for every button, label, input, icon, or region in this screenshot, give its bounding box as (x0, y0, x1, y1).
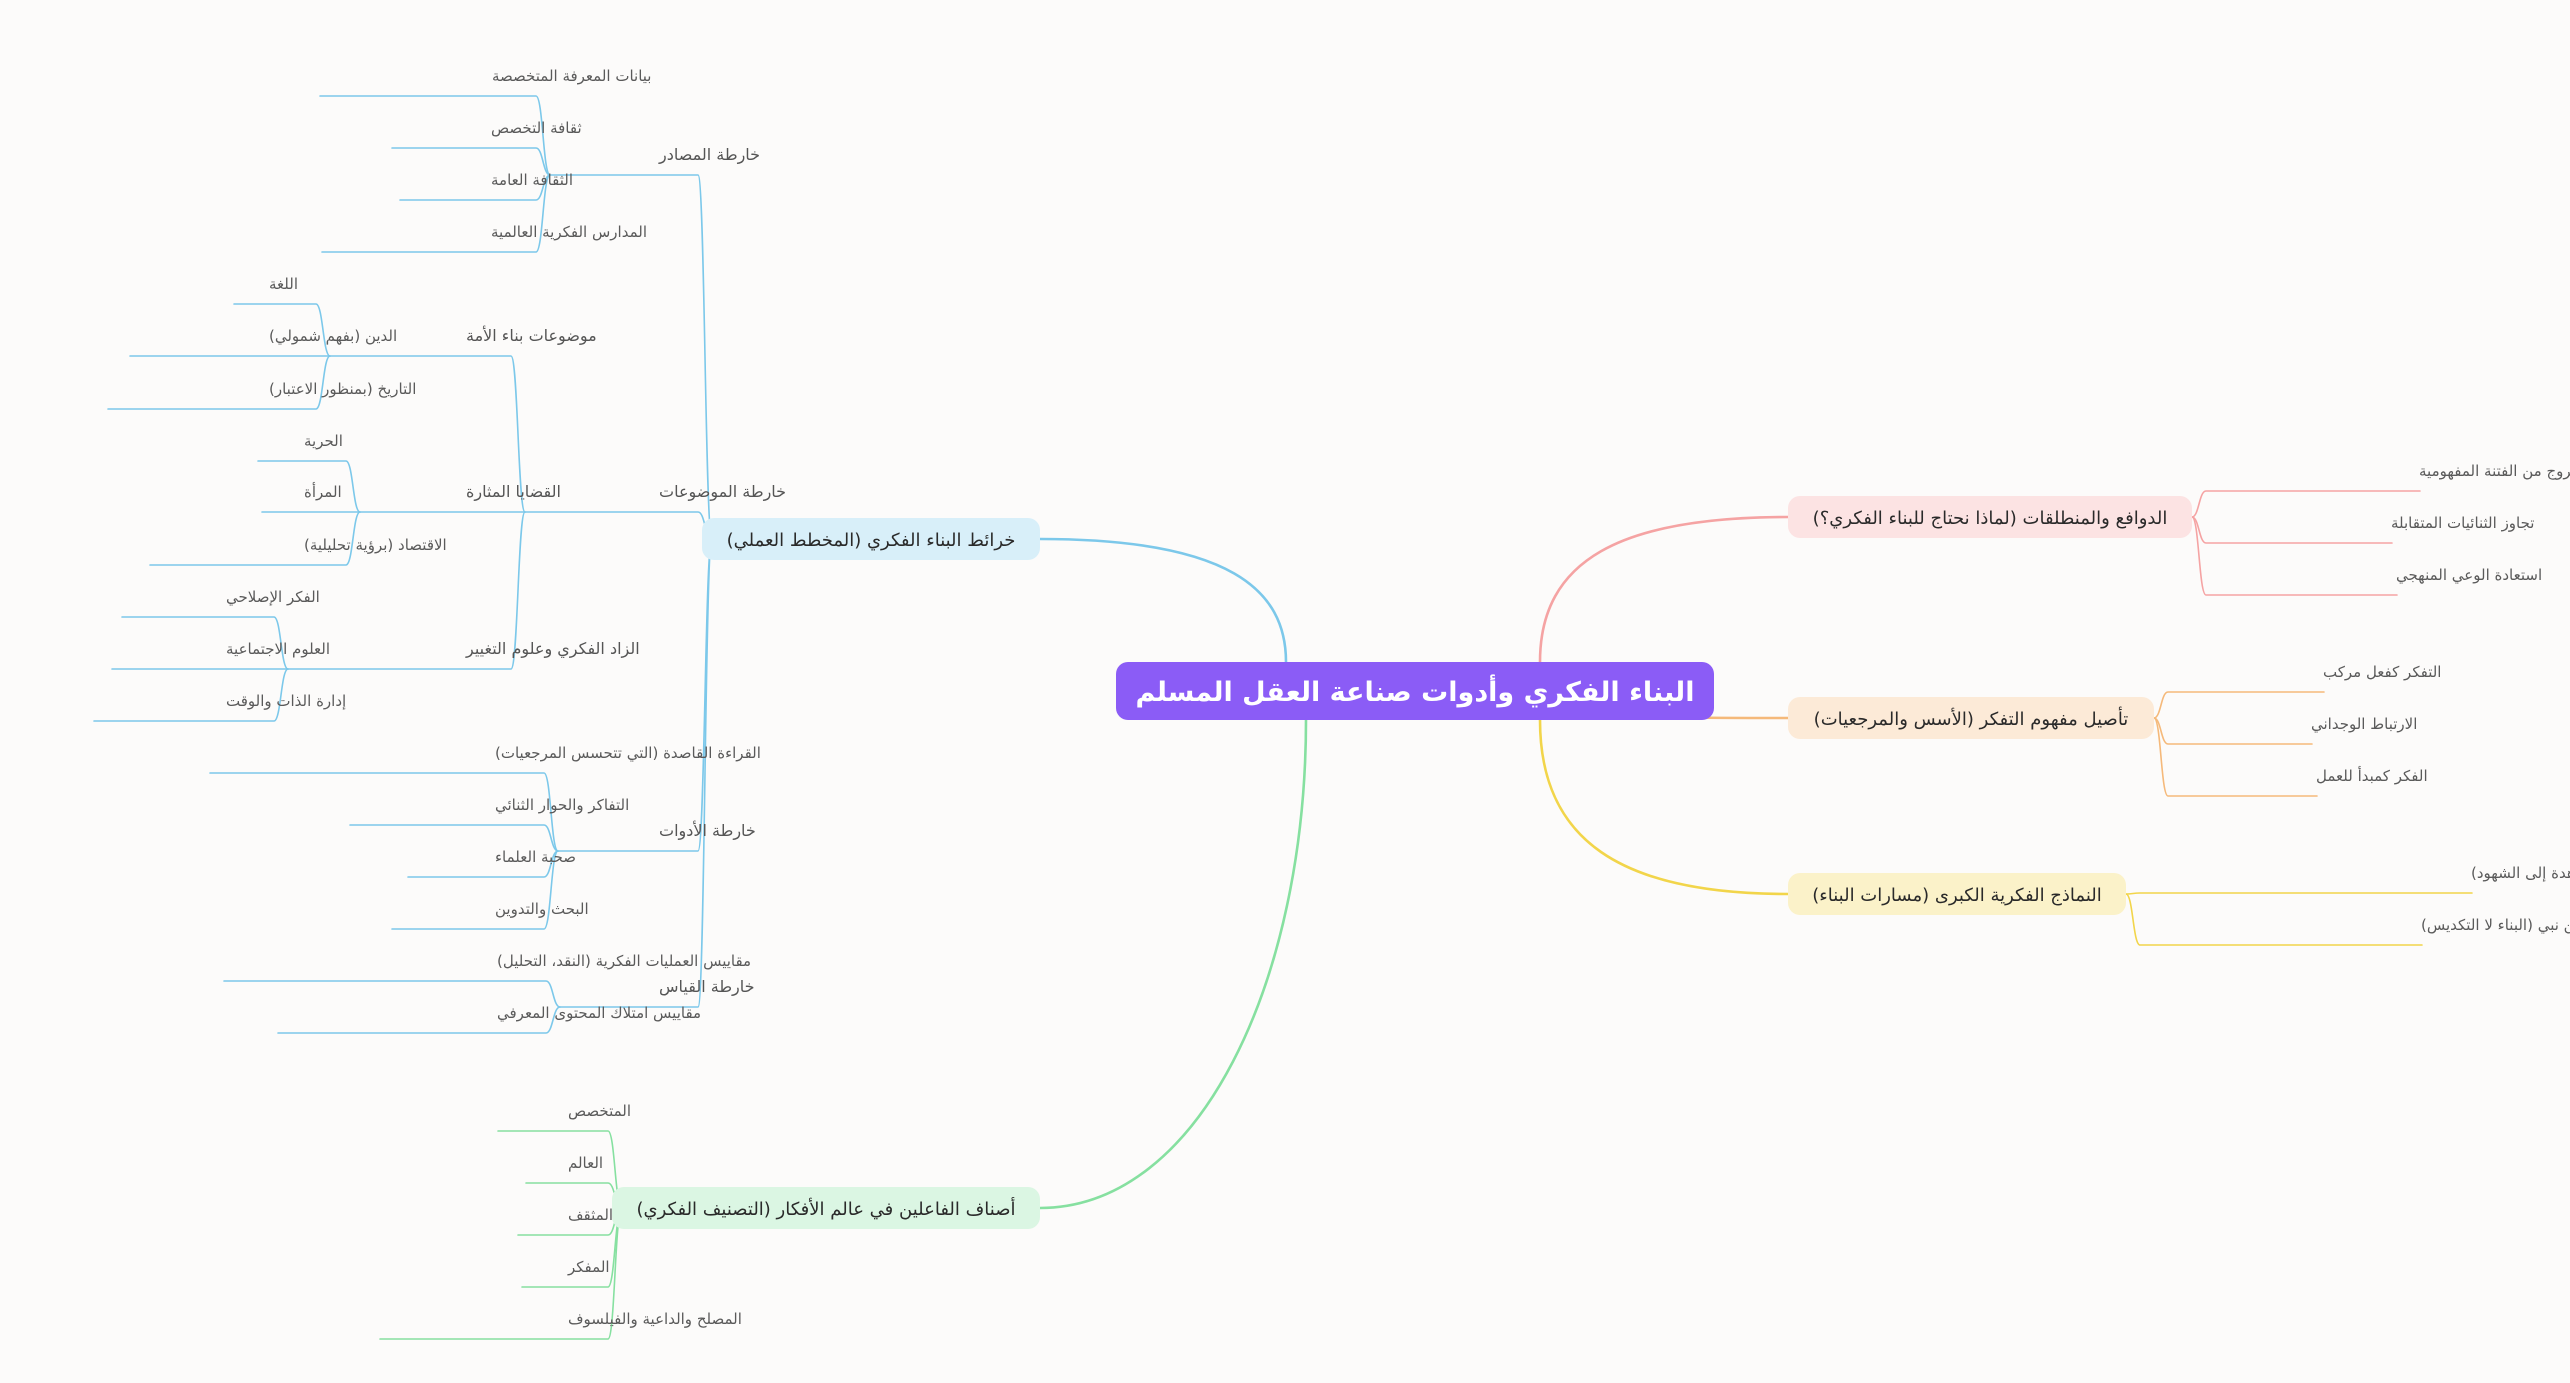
leaf-nation-2[interactable]: الدين (بفهم شمولي) (269, 327, 397, 346)
connector-sub-topics (524, 511, 713, 540)
leaf-sources-4[interactable]: المدارس الفكرية العالمية (491, 223, 647, 241)
leaf-motives-3[interactable]: استعادة الوعي المنهجي (2396, 566, 2542, 585)
central-node-box (1116, 662, 1714, 720)
branch-concept-box (1788, 697, 2154, 739)
branch-concept[interactable]: تأصيل مفهوم التفكر (الأسس والمرجعيات) (1814, 706, 2129, 730)
leaf-issues-2[interactable]: المرأة (304, 482, 342, 501)
connector-leaf-sources-4 (321, 174, 551, 253)
mindmap-nodes: البناء الفكري وأدوات صناعة العقل المسلم … (226, 67, 2570, 1328)
leaf-concept-1[interactable]: التفكر كفعل مركب (2323, 663, 2441, 681)
leaf-actors-1[interactable]: المتخصص (568, 1102, 631, 1120)
leaf-change-2[interactable]: العلوم الاجتماعية (226, 640, 330, 658)
leaf-tools-4[interactable]: البحث والتدوين (495, 900, 589, 918)
leaf-measure-1[interactable]: مقاييس العمليات الفكرية (النقد، التحليل) (497, 952, 751, 970)
branch-actors[interactable]: أصناف الفاعلين في عالم الأفكار (التصنيف … (636, 1197, 1015, 1220)
connector-leaf-change-1 (121, 616, 289, 670)
connector-leaf-issues-1 (257, 460, 361, 513)
mindmap-connectors (93, 95, 2473, 1340)
connector-leaf-tools-2 (349, 824, 559, 852)
connector-motives (1538, 515, 1790, 664)
topic-issues[interactable]: القضايا المثارة (466, 482, 561, 502)
topic-nation[interactable]: موضوعات بناء الأمة (466, 325, 597, 346)
leaf-motives-1[interactable]: الخروج من الفتنة المفهومية (2419, 462, 2570, 481)
connector-topic-nation (329, 355, 526, 513)
connector-sub-measure (559, 538, 713, 1008)
connector-leaf-measure-1 (223, 980, 561, 1008)
connector-leaf-motives-3 (2191, 516, 2398, 596)
branch-maps-box (702, 518, 1040, 560)
leaf-tools-3[interactable]: صحبة العلماء (495, 848, 576, 866)
connector-leaf-actors-2 (525, 1182, 623, 1209)
sub-topics[interactable]: خارطة الموضوعات (659, 482, 786, 502)
connector-leaf-motives-1 (2191, 490, 2421, 518)
central-topic[interactable]: البناء الفكري وأدوات صناعة العقل المسلم (1136, 674, 1695, 708)
connector-leaf-concept-3 (2153, 717, 2318, 797)
leaf-models-1[interactable]: نموذج مالك بدري (من المشاهدة إلى الشهود) (2471, 864, 2570, 883)
connector-leaf-models-1 (2125, 892, 2473, 895)
connector-leaf-tools-4 (391, 850, 559, 930)
leaf-measure-2[interactable]: مقاييس امتلاك المحتوى المعرفي (497, 1004, 701, 1023)
branch-models[interactable]: النماذج الفكرية الكبرى (مسارات البناء) (1812, 885, 2102, 906)
connector-leaf-sources-1 (319, 95, 551, 176)
connector-leaf-motives-2 (2191, 516, 2393, 544)
connector-leaf-measure-2 (277, 1006, 561, 1034)
leaf-sources-2[interactable]: ثقافة التخصص (491, 119, 582, 137)
leaf-tools-1[interactable]: القراءة القاصدة (التي تتحسس المرجعيات) (495, 744, 761, 763)
sub-tools[interactable]: خارطة الأدوات (659, 820, 756, 841)
leaf-nation-3[interactable]: التاريخ (بمنظور الاعتبار) (269, 380, 416, 398)
connector-leaf-issues-3 (149, 511, 361, 566)
connector-sub-sources (549, 174, 713, 540)
leaf-concept-2[interactable]: الارتباط الوجداني (2311, 715, 2417, 734)
leaf-sources-1[interactable]: بيانات المعرفة المتخصصة (492, 67, 652, 85)
connector-topic-change (287, 511, 526, 670)
connector-leaf-actors-1 (497, 1130, 623, 1209)
branch-maps[interactable]: خرائط البناء الفكري (المخطط العملي) (727, 530, 1016, 551)
connector-leaf-tools-1 (209, 772, 559, 852)
leaf-actors-4[interactable]: المفكر (567, 1258, 610, 1276)
leaf-actors-2[interactable]: العالم (568, 1154, 603, 1172)
leaf-nation-1[interactable]: اللغة (269, 275, 298, 293)
branch-motives[interactable]: الدوافع والمنطلقات (لماذا نحتاج للبناء ا… (1813, 508, 2168, 529)
branch-actors-box (612, 1187, 1040, 1229)
sub-measure[interactable]: خارطة القياس (659, 977, 755, 997)
leaf-motives-2[interactable]: تجاوز الثنائيات المتقابلة (2391, 514, 2534, 532)
connector-leaf-concept-1 (2153, 691, 2325, 719)
connector-leaf-concept-2 (2153, 717, 2313, 745)
leaf-tools-2[interactable]: التفاكر والحوار الثنائي (495, 796, 629, 815)
connector-leaf-nation-3 (107, 355, 331, 410)
connector-leaf-models-2 (2125, 893, 2423, 946)
leaf-sources-3[interactable]: الثقافة العامة (491, 171, 573, 189)
leaf-change-1[interactable]: الفكر الإصلاحي (226, 588, 320, 607)
branch-models-box (1788, 873, 2126, 915)
connector-leaf-nation-1 (233, 303, 331, 357)
leaf-issues-3[interactable]: الاقتصاد (برؤية تحليلية) (304, 536, 447, 554)
sub-sources[interactable]: خارطة المصادر (658, 145, 760, 165)
leaf-models-2[interactable]: نموذج مالك بن نبي (البناء لا التكديس) (2421, 916, 2570, 935)
leaf-actors-3[interactable]: المثقف (568, 1206, 613, 1224)
leaf-concept-3[interactable]: الفكر كمبدأ للعمل (2316, 766, 2428, 785)
leaf-actors-5[interactable]: المصلح والداعية والفيلسوف (568, 1310, 742, 1328)
connector-leaf-change-3 (93, 668, 289, 722)
leaf-change-3[interactable]: إدارة الذات والوقت (226, 692, 346, 710)
connector-leaf-sources-2 (391, 147, 551, 176)
leaf-issues-1[interactable]: الحرية (304, 432, 343, 450)
connector-models (1538, 718, 1790, 896)
topic-change[interactable]: الزاد الفكري وعلوم التغيير (465, 639, 640, 659)
branch-motives-box (1788, 496, 2192, 538)
connector-maps (1038, 537, 1288, 664)
connector-actors (1038, 718, 1308, 1210)
